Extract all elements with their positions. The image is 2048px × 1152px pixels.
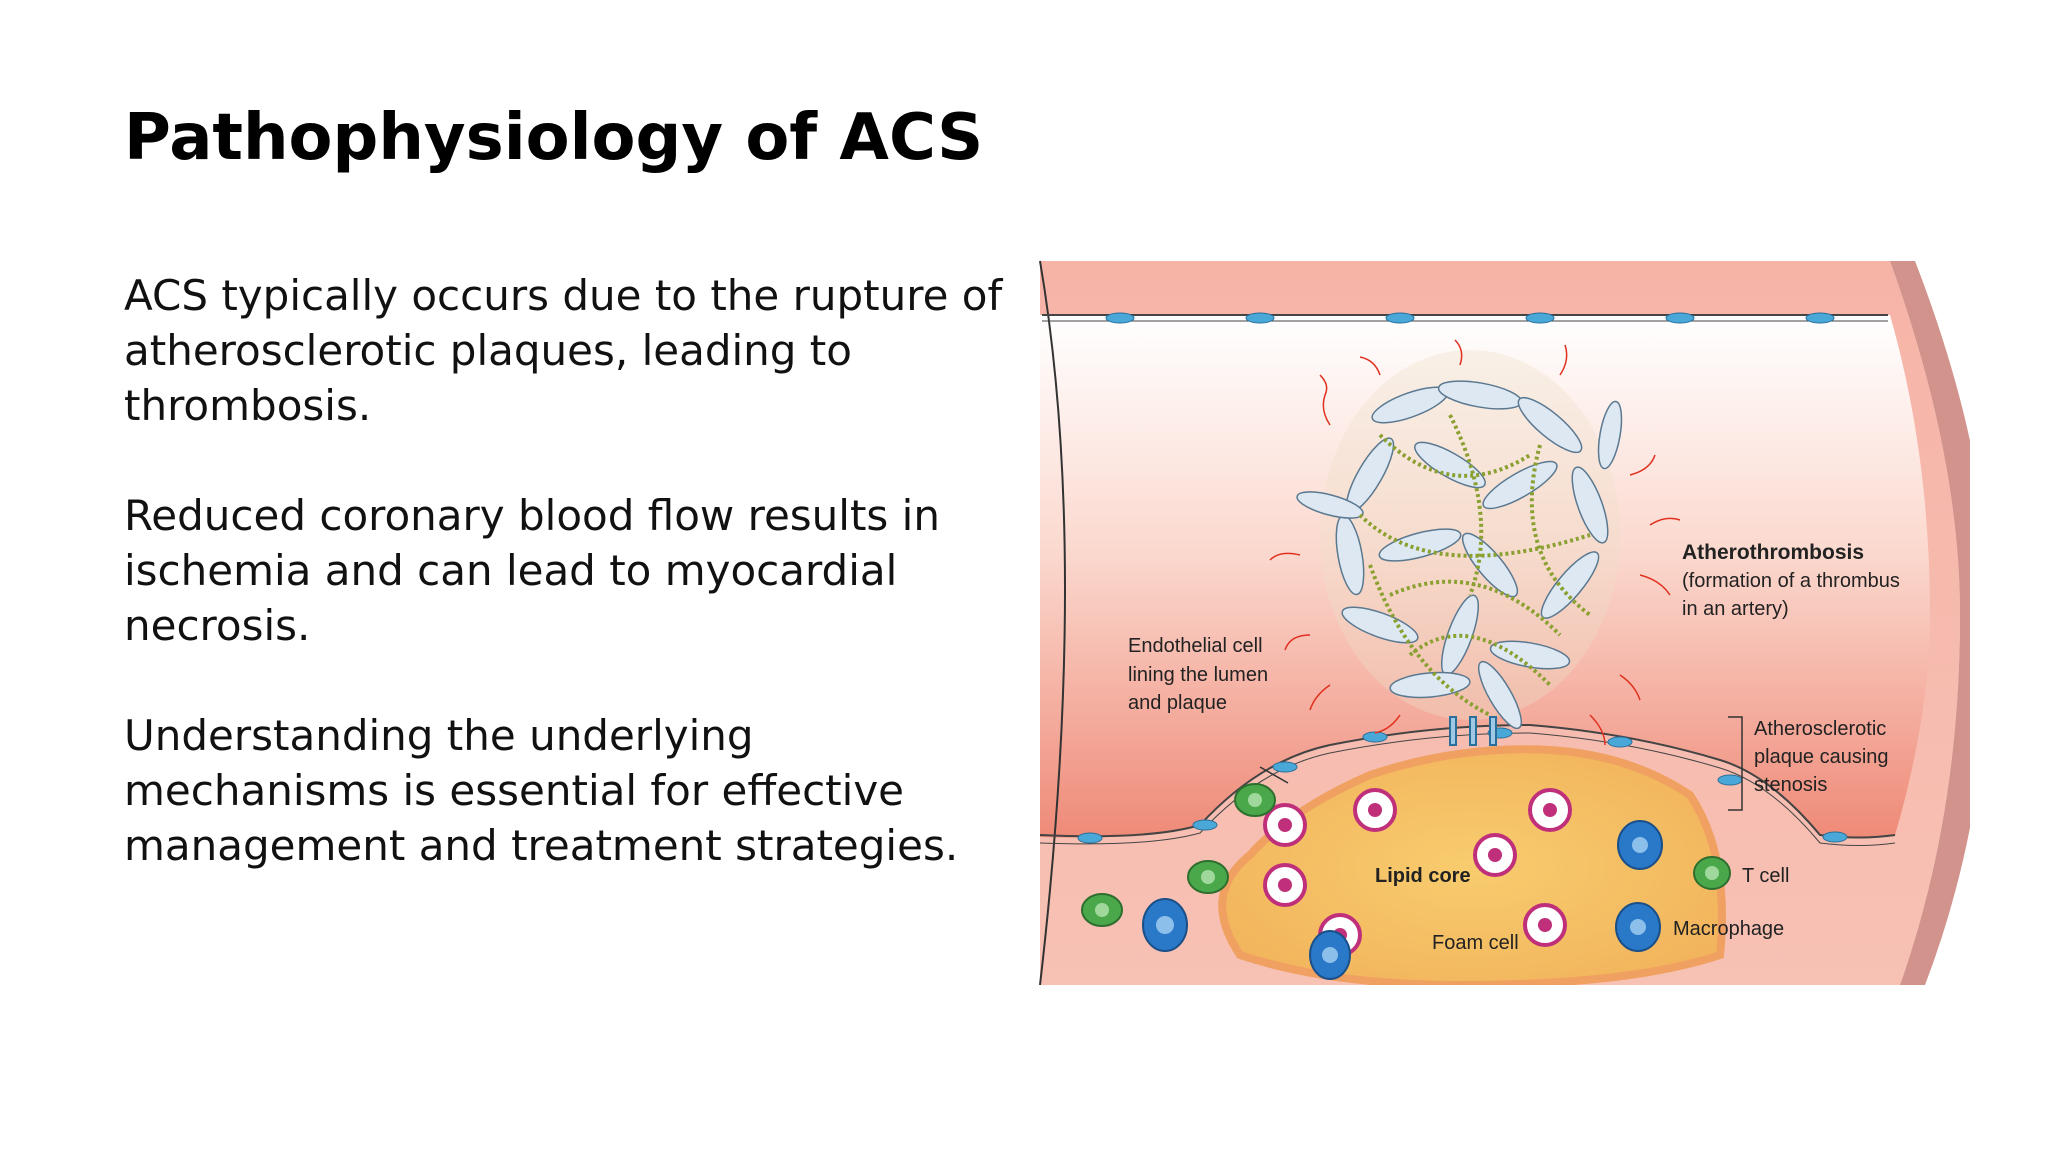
thrombus [1269, 339, 1681, 746]
t-cells [1081, 783, 1731, 927]
label-lipid-core: Lipid core [1375, 865, 1471, 887]
label-macrophage: Macrophage [1673, 918, 1784, 940]
paragraph-mechanisms: Understanding the underlying mechanisms … [124, 711, 959, 870]
label-foam-cell: Foam cell [1432, 932, 1519, 954]
top-endothelium [1042, 312, 1888, 324]
label-endothelial-1: Endothelial cell [1128, 635, 1263, 657]
label-atherothrombosis: Atherothrombosis [1682, 541, 1864, 564]
label-atherothrombosis-desc-2: in an artery) [1682, 598, 1789, 620]
paragraph-rupture: ACS typically occurs due to the rupture … [124, 271, 1003, 430]
slide-title: Pathophysiology of ACS [124, 101, 984, 175]
vessel-side-rim [1890, 261, 1990, 985]
atherothrombosis-diagram: Atherothrombosis (formation of a thrombu… [1030, 255, 1990, 990]
endothelial-leader [1259, 766, 1289, 784]
label-atherothrombosis-desc-1: (formation of a thrombus [1682, 570, 1900, 592]
plaque-endothelium [1039, 723, 1896, 846]
label-endothelial-3: and plaque [1128, 692, 1227, 714]
vessel-left-edge [1039, 260, 1066, 986]
macrophages [1142, 820, 1663, 980]
label-plaque-3: stenosis [1754, 774, 1827, 796]
paragraph-ischemia: Reduced coronary blood flow results in i… [124, 491, 940, 650]
label-endothelial-2: lining the lumen [1128, 664, 1268, 686]
stenosis-bracket [1728, 716, 1743, 811]
label-t-cell: T cell [1742, 865, 1789, 887]
label-plaque-1: Atherosclerotic [1754, 718, 1886, 740]
label-plaque-2: plaque causing [1754, 746, 1889, 768]
slide-body: ACS typically occurs due to the rupture … [124, 268, 1024, 928]
